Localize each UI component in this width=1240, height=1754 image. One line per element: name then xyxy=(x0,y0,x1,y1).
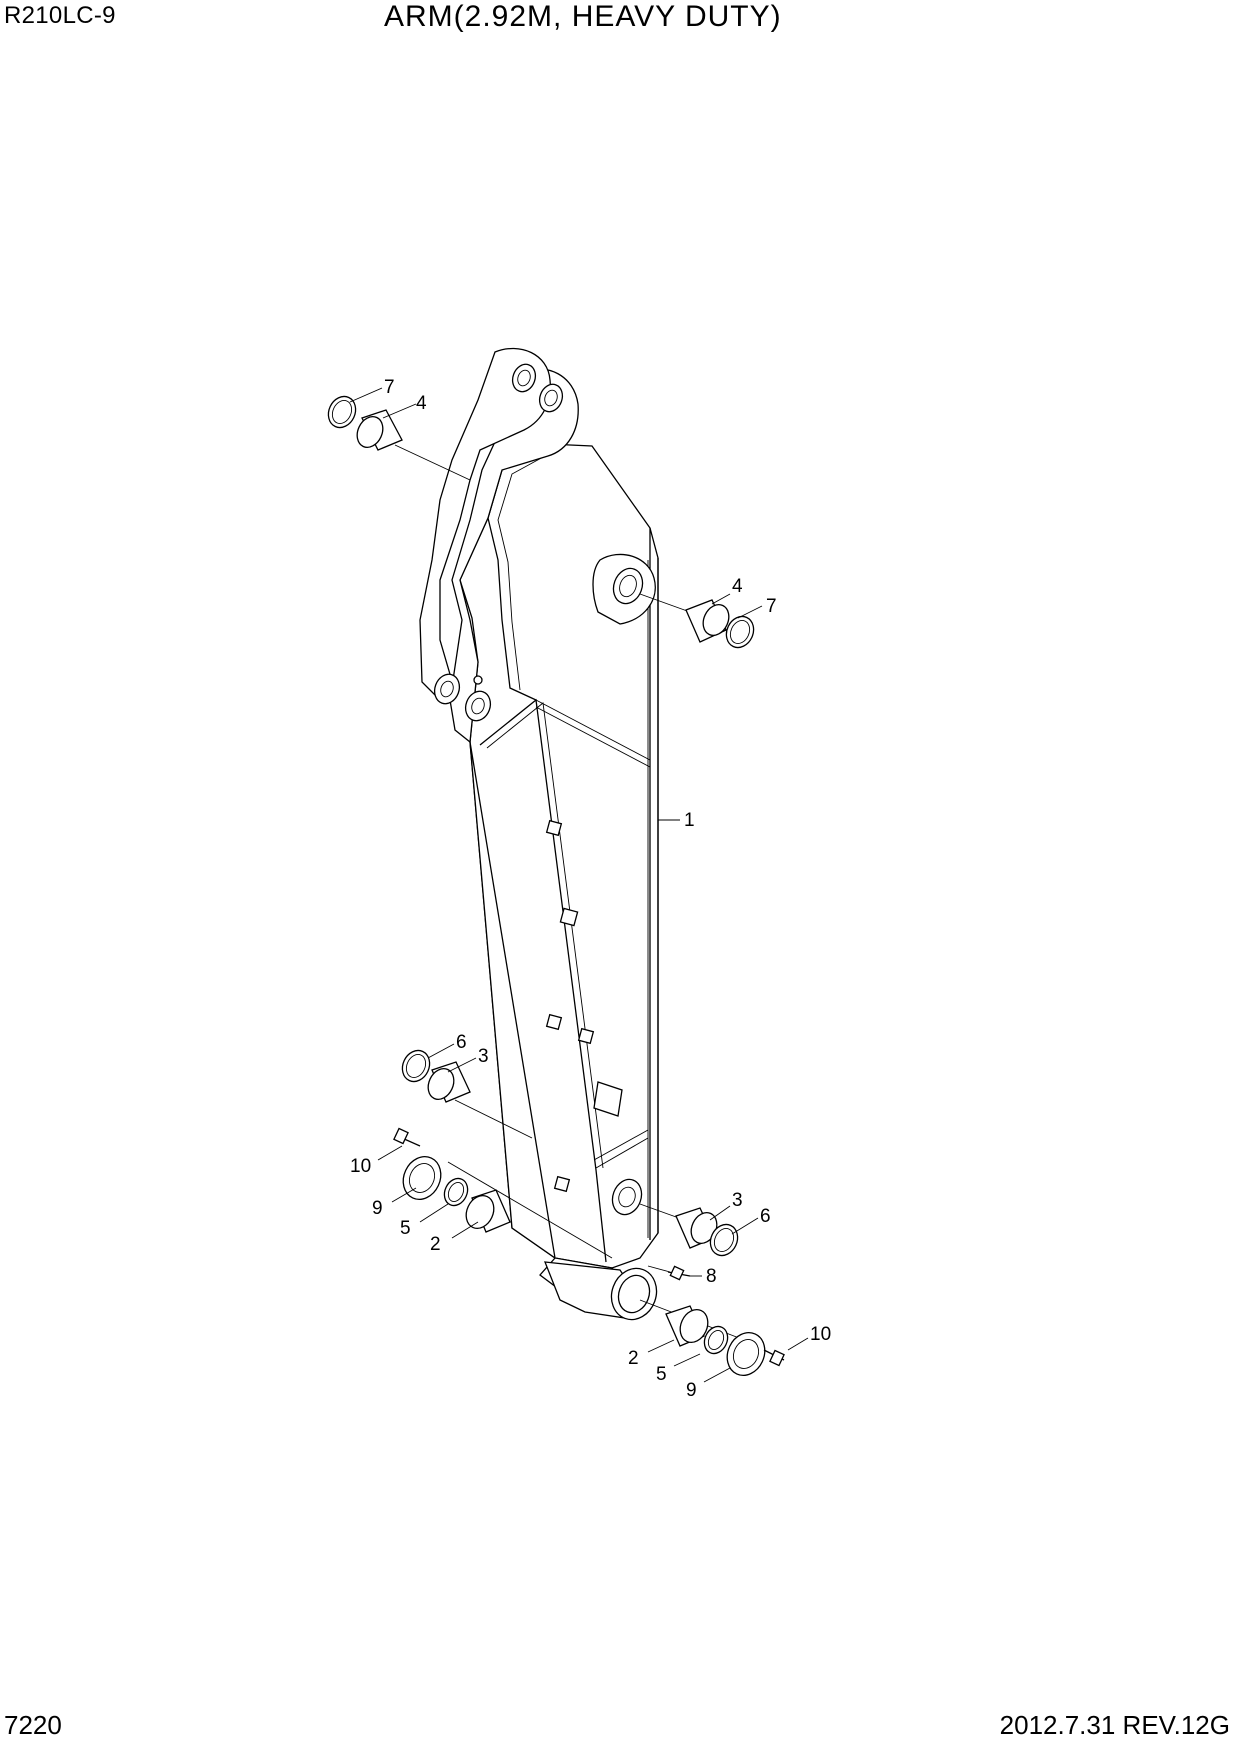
model-label: R210LC-9 xyxy=(4,2,116,29)
callout-6-left: 6 xyxy=(456,1032,467,1053)
callout-10-right: 10 xyxy=(810,1324,831,1345)
callout-labels: 7 4 4 7 1 6 3 10 9 5 2 3 6 8 10 2 5 9 xyxy=(350,377,831,1401)
callout-4-right: 4 xyxy=(732,576,743,597)
callout-3-left: 3 xyxy=(478,1046,489,1067)
callout-10-left: 10 xyxy=(350,1156,371,1177)
callout-6-right: 6 xyxy=(760,1206,771,1227)
callout-4-top: 4 xyxy=(416,393,427,414)
callout-2-right: 2 xyxy=(628,1348,639,1369)
callout-7-right: 7 xyxy=(766,596,777,617)
callout-3-right: 3 xyxy=(732,1190,743,1211)
callout-5-left: 5 xyxy=(400,1218,411,1239)
callout-7-top: 7 xyxy=(384,377,395,398)
loose-parts xyxy=(327,395,785,1376)
date-revision: 2012.7.31 REV.12G xyxy=(999,1710,1230,1740)
callout-2-left: 2 xyxy=(430,1234,441,1255)
leader-lines xyxy=(349,387,809,1383)
page-number: 7220 xyxy=(4,1710,62,1740)
callout-9-left: 9 xyxy=(372,1198,383,1219)
callout-5-right: 5 xyxy=(656,1364,667,1385)
page-title: ARM(2.92M, HEAVY DUTY) xyxy=(384,0,782,33)
callout-1: 1 xyxy=(684,810,695,831)
callout-9-right: 9 xyxy=(686,1380,697,1401)
callout-8: 8 xyxy=(706,1266,717,1287)
arm-body xyxy=(419,347,659,1321)
